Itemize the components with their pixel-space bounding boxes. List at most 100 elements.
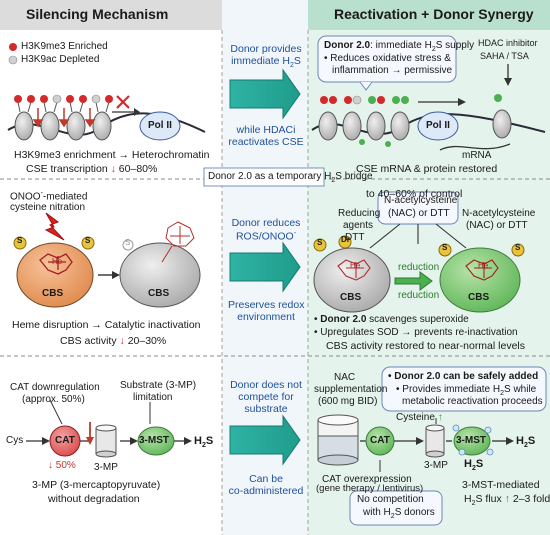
onoo-annotation-1: ONOO--mediated — [10, 190, 88, 203]
nac-supp-2: supplementation — [314, 384, 388, 395]
left-header-bg — [0, 0, 222, 30]
3mst-label-left: 3-MST — [139, 435, 169, 446]
nac-supp-3: (600 mg BID) — [318, 396, 378, 407]
safety-box-line3: metabolic reactivation proceeds — [402, 396, 543, 407]
donor-box-line2: • Reduces oxidative stress & — [324, 53, 451, 64]
reducing-agents-2: agents — [343, 220, 374, 231]
row2-left-caption-1: Heme disruption → Catalytic inactivation — [12, 319, 201, 331]
h3k9me3-marks-left — [14, 94, 113, 113]
cat-downregulation-2: (approx. 50%) — [22, 394, 85, 405]
donor-info-box-row1 — [317, 35, 457, 83]
substrate-limitation-2: limitation — [133, 392, 173, 403]
row3-mid-bottom: Can be co-administered — [228, 473, 304, 497]
right-header: Reactivation + Donor Synergy — [334, 6, 534, 22]
cbs-label-left-2: CBS — [148, 288, 170, 299]
cbs-enzyme-grey-right — [313, 247, 391, 313]
cbs-label-right-2: CBS — [468, 292, 490, 303]
nac-box-line2: (NAC) or DTT — [388, 208, 450, 219]
nac-box-line1: N-acetylcysteine — [384, 195, 458, 206]
cat-downregulation-1: CAT downregulation — [10, 382, 100, 393]
nucleosomes-left — [14, 111, 112, 141]
reducing-agents-3: DTT — [345, 232, 365, 243]
dt-marker: Dr — [341, 235, 350, 244]
safety-box-line1: • Donor 2.0 can be safely added — [388, 371, 539, 382]
row2-mid-top: Donor reduces ROS/ONOO- — [231, 217, 301, 243]
pol-ii-label-left: Pol II — [148, 120, 172, 131]
cat-overexpression-2: (gene therapy / lentivirus) — [316, 483, 424, 494]
legend-label-enriched: H3K9me3 Enriched — [21, 41, 108, 52]
histone-marks-right — [320, 94, 502, 147]
cbs-label-right-1: CBS — [340, 292, 362, 303]
nac-supp-1: NAC — [334, 372, 356, 383]
3mp-cylinder-left — [95, 424, 117, 458]
heme-label-right-2: He — [478, 261, 489, 270]
reduction-label-bottom: reduction — [398, 290, 440, 301]
heme-group-disrupted — [161, 221, 195, 263]
lightning-bolt-icon — [44, 212, 65, 241]
row3-left-caption-1: 3-MP (3-mercaptopyruvate) — [32, 479, 161, 491]
row2-right-bullet-2: • Upregulates SOD → prevents re-inactiva… — [314, 327, 518, 338]
row1-right-caption-1: CSE mRNA & protein restored — [356, 163, 498, 175]
safety-box-line2: • Provides immediate H2S while — [396, 384, 537, 397]
sulfur-s-2: S — [85, 236, 91, 245]
transition-arrow-row3 — [229, 414, 301, 466]
donor-box-line3: inflammation → permissive — [332, 65, 453, 76]
mrna-strand — [439, 143, 511, 151]
nac-right-1: N-acetylcysteine — [462, 208, 536, 219]
safety-info-box — [381, 366, 547, 412]
cat-label-left: CAT — [55, 435, 75, 446]
hdac-drug-label: SAHA / TSA — [480, 51, 529, 61]
nac-right-2: (NAC) or DTT — [466, 220, 528, 231]
sulfur-r-3: S — [515, 243, 521, 252]
row1-left-caption-1: H3K9me3 enrichment → Heterochromatin — [14, 149, 210, 161]
row3-mid-top: Donor does not compete for substrate — [230, 379, 302, 415]
sulfur-s-3: S — [125, 238, 131, 247]
bridge-banner — [203, 167, 325, 187]
row1-left-caption-2: CSE transcription ↓ 60–80% — [26, 163, 158, 175]
sulfur-marker — [81, 236, 95, 250]
row1-mid-top: Donor provides immediate H2S — [230, 43, 302, 69]
row2-left-caption-2: CBS activity ↓ 20–30% — [60, 335, 167, 347]
sulfur-r-1: S — [317, 238, 323, 247]
sulfur-r-2: S — [442, 243, 448, 252]
3mst-enzyme-right — [453, 426, 491, 456]
nac-beaker — [317, 414, 359, 466]
sulfur-marker — [13, 236, 27, 250]
heme-group-restored — [465, 259, 499, 281]
row2-right-caption: CBS activity restored to near-normal lev… — [326, 340, 525, 352]
legend-label-depleted: H3K9ac Depleted — [21, 54, 100, 65]
right-header-bg — [308, 0, 550, 30]
donor-box-title: Donor 2.0: immediate H2S supply — [324, 40, 475, 53]
heme-group-grey-right — [337, 259, 371, 281]
row1-mid-bottom: while HDACi reactivates CSE — [228, 124, 304, 148]
sulfur-marker-faded — [122, 239, 134, 251]
pol-ii-label-right: Pol II — [426, 120, 450, 131]
no-competition-box — [349, 490, 443, 526]
legend-grey-dot — [8, 55, 18, 65]
flux-label-1: 3-MST-mediated — [462, 479, 540, 491]
transition-arrow-row2 — [229, 241, 301, 293]
cat-pct-label: ↓ 50% — [48, 460, 76, 471]
flux-label-2: H2S flux ↑ 2–3 fold — [464, 493, 550, 508]
sulfur-s-1: S — [17, 236, 23, 245]
bridge-label: Donor 2.0 as a temporary H2S bridge — [208, 171, 373, 184]
h2s-label-bubbles: H2S — [464, 458, 484, 473]
heme-group-left — [39, 253, 73, 275]
reduction-label-top: reduction — [398, 262, 440, 273]
cbs-enzyme-green — [439, 247, 521, 313]
h2s-label-left: H2S — [194, 435, 214, 450]
heme-label-left: He — [52, 257, 63, 266]
pol-ii-left — [139, 111, 181, 141]
legend-red-dot — [9, 43, 17, 51]
3mp-label-left: 3-MP — [94, 462, 118, 473]
no-competition-2: with H2S donors — [363, 507, 435, 520]
nucleosomes-right — [318, 109, 512, 141]
row1-right-caption-2: to 40–60% of control — [366, 188, 463, 200]
left-header: Silencing Mechanism — [26, 6, 169, 22]
3mp-label-right: 3-MP — [424, 460, 448, 471]
reducing-agents-1: Reducing — [338, 208, 381, 219]
3mp-cylinder-right — [425, 424, 445, 458]
h2s-label-right: H2S — [516, 435, 536, 450]
row2-right-bullet-1: • Donor 2.0 scavenges superoxide — [314, 314, 469, 325]
